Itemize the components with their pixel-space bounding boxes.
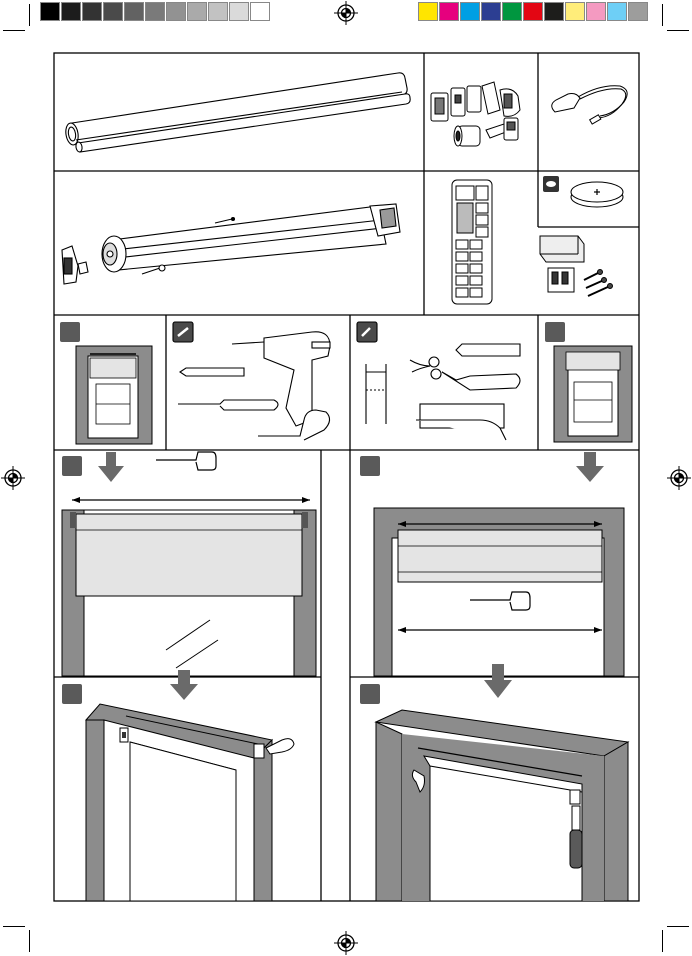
registration-mark-icon [334,1,358,25]
inside-bracket-fixing-step [62,684,294,901]
remote-control [452,180,492,304]
optional-tools [357,322,520,440]
outside-mount-window [545,322,632,442]
tube-parts [64,73,410,153]
registration-mark-icon [334,931,358,955]
registration-mark-icon [1,466,25,490]
step-badge [545,322,565,342]
outside-measure-step [360,452,624,698]
required-tools [173,322,330,440]
tape-measure-icon [156,452,216,470]
down-arrow-icon [576,452,604,482]
outside-bracket-fixing-step [360,684,628,901]
charging-cable [552,86,627,124]
screw-and-plug-kit [540,236,613,296]
motor-assembly [62,204,400,284]
registration-mark-icon [667,466,691,490]
down-arrow-icon [98,452,124,482]
step-badge [62,456,82,476]
step-badge [360,456,380,476]
step-badge [62,684,82,704]
inside-measure-step [62,452,316,700]
bracket-parts [431,82,520,146]
step-badge [60,322,80,342]
coin-battery [543,176,623,207]
step-badge [360,684,380,704]
inside-mount-window [60,322,152,444]
